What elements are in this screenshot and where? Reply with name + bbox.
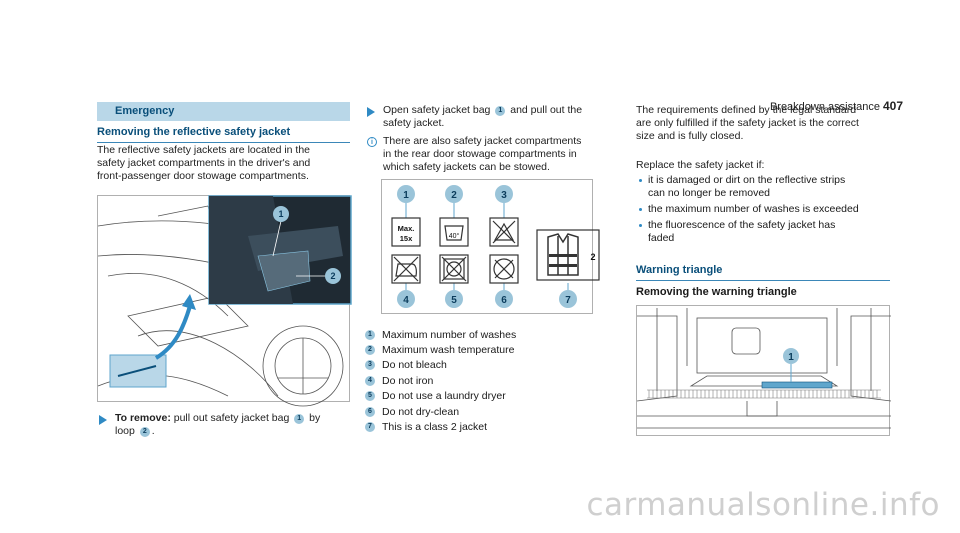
jacket-intro: The reflective safety jackets are locate… bbox=[97, 144, 311, 182]
standard-requirements: The requirements defined by the legal st… bbox=[636, 104, 859, 142]
svg-text:2: 2 bbox=[451, 190, 457, 201]
jacket-heading: Removing the reflective safety jacket bbox=[97, 126, 350, 143]
section-label: Emergency bbox=[97, 102, 350, 121]
svg-text:6: 6 bbox=[501, 295, 507, 306]
step-arrow-icon bbox=[367, 107, 375, 117]
trunk-figure: 1 bbox=[636, 305, 892, 436]
svg-text:Max.: Max. bbox=[398, 224, 415, 233]
care-symbols: 1 2 3 4 5 6 7 Max. 15x 40° 2 bbox=[391, 185, 600, 308]
callout-6 bbox=[495, 290, 513, 308]
list-item: it is damaged or dirt on the reflective … bbox=[636, 174, 892, 200]
replace-intro: Replace the safety jacket if: bbox=[636, 159, 765, 171]
svg-text:4: 4 bbox=[403, 295, 409, 306]
step-arrow-icon bbox=[99, 415, 107, 425]
door-illustration: 1 2 bbox=[97, 195, 352, 407]
callout-5 bbox=[445, 290, 463, 308]
list-item: the maximum number of washes is exceeded bbox=[636, 203, 892, 216]
running-header: Breakdown assistance bbox=[769, 101, 880, 113]
svg-text:15x: 15x bbox=[400, 234, 413, 243]
svg-text:1: 1 bbox=[278, 209, 283, 219]
svg-text:3: 3 bbox=[501, 190, 507, 201]
callout-2 bbox=[445, 185, 463, 203]
door-compartment-figure: 1 2 bbox=[97, 195, 352, 407]
list-item: the fluorescence of the safety jacket ha… bbox=[636, 219, 892, 245]
info-icon: i bbox=[367, 137, 377, 147]
callout-4 bbox=[397, 290, 415, 308]
trunk-illustration: 1 bbox=[636, 308, 892, 429]
care-symbols-figure: 1 2 3 4 5 6 7 Max. 15x 40° 2 bbox=[381, 179, 600, 314]
callout-7 bbox=[559, 290, 577, 308]
watermark: carmanualsonline.info bbox=[586, 487, 940, 523]
remove-triangle-subheading: Removing the warning triangle bbox=[636, 286, 797, 298]
replace-conditions: it is damaged or dirt on the reflective … bbox=[636, 174, 892, 245]
remove-step: To remove: pull out safety jacket bag 1 … bbox=[115, 412, 321, 437]
svg-text:40°: 40° bbox=[449, 232, 460, 240]
page-number: 407 bbox=[882, 99, 903, 113]
callout-3 bbox=[495, 185, 513, 203]
warning-triangle-heading: Warning triangle bbox=[636, 264, 890, 281]
svg-text:2: 2 bbox=[330, 271, 335, 281]
svg-text:5: 5 bbox=[451, 295, 457, 306]
svg-text:1: 1 bbox=[403, 190, 409, 201]
callout-1 bbox=[397, 185, 415, 203]
svg-text:2: 2 bbox=[590, 252, 595, 262]
info-note: There are also safety jacket compartment… bbox=[383, 135, 582, 173]
open-bag-step: Open safety jacket bag 1 and pull out th… bbox=[383, 104, 583, 129]
svg-text:1: 1 bbox=[788, 352, 794, 363]
svg-text:7: 7 bbox=[565, 295, 571, 306]
